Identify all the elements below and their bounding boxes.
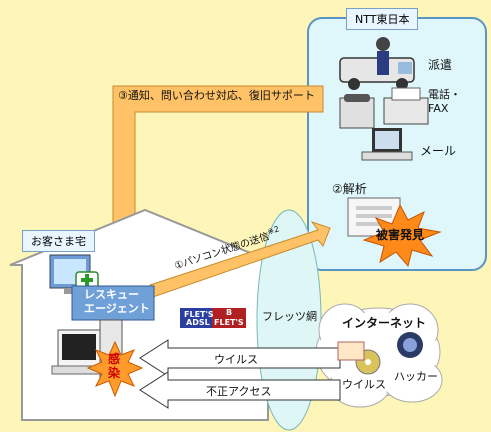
fax-icon: [383, 87, 429, 125]
phone-fax-label: 電話・ FAX: [428, 88, 461, 115]
logo-adsl-top: FLET'S: [184, 310, 214, 319]
virus-label: ウイルス: [342, 378, 386, 391]
logo-b-top: B: [226, 308, 233, 317]
infected-label: 感 染: [108, 352, 121, 380]
agent-label: レスキュー エージェント: [84, 288, 150, 315]
rescue-agent-box: [71, 285, 155, 321]
infection-burst: [86, 340, 144, 398]
computer-mail-icon: [361, 128, 413, 161]
send-arrow: [149, 221, 331, 298]
hacker-label: ハッカー: [394, 370, 438, 383]
virus-arrow-label: ウイルス: [214, 353, 258, 366]
unauthorized-arrow-label: 不正アクセス: [206, 385, 272, 398]
flets-label: フレッツ網: [262, 310, 317, 323]
virus-arrow: [139, 339, 341, 377]
send-label-note: ※2: [266, 224, 281, 237]
home-title: お客さま宅: [22, 230, 95, 252]
analysis-label: ②解析: [332, 182, 367, 196]
damage-callout: 被害発見: [376, 228, 425, 242]
internet-label: インターネット: [342, 316, 427, 330]
virus-icon: [337, 341, 381, 375]
mail-label: メール: [420, 144, 457, 158]
logo-adsl-bottom: ADSL: [186, 318, 210, 327]
notify-label: ③通知、問い合わせ対応、復旧サポート: [118, 89, 315, 102]
hacker-icon: [397, 332, 423, 358]
phone-icon: [339, 94, 375, 129]
dispatch-label: 派遣: [428, 58, 453, 72]
logo-b-bottom: FLET'S: [214, 318, 244, 327]
van-icon: [339, 37, 415, 90]
flets-adsl-logo: [180, 308, 246, 328]
damage-burst: [362, 203, 442, 268]
ntt-title: NTT東日本: [346, 8, 419, 30]
unauthorized-arrow: [139, 371, 341, 409]
